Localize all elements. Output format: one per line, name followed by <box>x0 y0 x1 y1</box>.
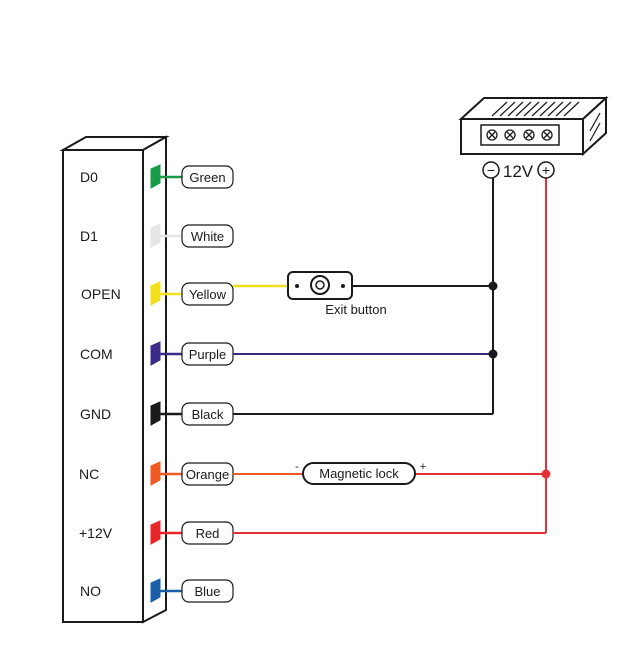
wire-connector-tab <box>150 578 161 603</box>
wire-connector-tab <box>150 401 161 426</box>
psu-plus-sign: + <box>542 162 550 178</box>
wire-connector-tab <box>150 461 161 486</box>
terminal-label: D0 <box>80 169 98 185</box>
wire-color-label: Black <box>192 407 224 422</box>
terminal-label: OPEN <box>81 286 121 302</box>
controller-side-face <box>142 135 167 624</box>
wire-color-label: Red <box>196 526 220 541</box>
controller-unit <box>59 135 170 624</box>
psu-screw-1 <box>486 129 498 141</box>
wire-connector-tab <box>150 341 161 366</box>
psu-screw-row <box>486 129 553 141</box>
wire-color-pill <box>181 282 234 306</box>
terminal-label: COM <box>80 346 113 362</box>
terminal-row: NO Blue <box>80 578 234 603</box>
wire-connector-tab <box>150 164 161 189</box>
junction-dot-open <box>488 281 498 291</box>
terminal-label: NO <box>80 583 101 599</box>
junction-dot-lock <box>541 469 551 479</box>
terminal-row: +12V Red <box>79 520 234 545</box>
wire-color-label: Orange <box>186 467 229 482</box>
terminal-label: GND <box>80 406 111 422</box>
exit-button-core <box>315 280 325 290</box>
wire-color-pill <box>181 165 234 189</box>
magnetic-lock-label: Magnetic lock <box>319 466 399 481</box>
psu-screw-2 <box>504 129 516 141</box>
psu-plus-marker <box>537 161 555 179</box>
magnetic-lock-minus-sign: - <box>295 461 299 473</box>
psu-voltage-label: 12V <box>503 162 534 181</box>
magnetic-lock-plus-sign: + <box>420 461 426 473</box>
psu-top-face <box>458 97 609 120</box>
psu-minus-sign: − <box>487 162 495 178</box>
wire-connector-tab <box>150 281 161 306</box>
wire-color-label: White <box>191 229 224 244</box>
wire-color-label: Green <box>189 170 225 185</box>
wire-connector-tab <box>150 223 161 248</box>
wire-color-pill <box>181 224 234 248</box>
psu-minus-marker <box>482 161 500 179</box>
terminal-row: OPEN Yellow <box>81 281 234 306</box>
wires <box>233 178 551 534</box>
exit-button-screw-right <box>341 284 345 288</box>
wire-color-label: Yellow <box>189 287 227 302</box>
terminal-label: NC <box>79 466 99 482</box>
wire-color-label: Purple <box>189 347 227 362</box>
terminal-label: D1 <box>80 228 98 244</box>
wire-color-label: Blue <box>194 584 220 599</box>
terminal-row: D0 Green <box>80 164 234 189</box>
terminal-label: +12V <box>79 525 113 541</box>
controller-front-face <box>62 149 144 623</box>
junction-dot-com <box>488 349 498 359</box>
magnetic-lock-body <box>302 462 416 485</box>
magnetic-lock: Magnetic lock - + <box>295 461 426 485</box>
psu-screw-4 <box>541 129 553 141</box>
psu-vents <box>491 101 601 142</box>
terminal-row: COM Purple <box>80 341 234 366</box>
power-supply: − 12V + <box>458 95 609 181</box>
wire-color-pill <box>181 579 234 603</box>
exit-button: Exit button <box>287 271 387 317</box>
terminal-row: GND Black <box>80 401 234 426</box>
exit-button-label: Exit button <box>325 302 386 317</box>
wire-connector-tab <box>150 520 161 545</box>
exit-button-screw-left <box>295 284 299 288</box>
psu-screw-3 <box>523 129 535 141</box>
terminal-row: D1 White <box>80 223 234 248</box>
psu-terminal-block <box>480 124 560 146</box>
